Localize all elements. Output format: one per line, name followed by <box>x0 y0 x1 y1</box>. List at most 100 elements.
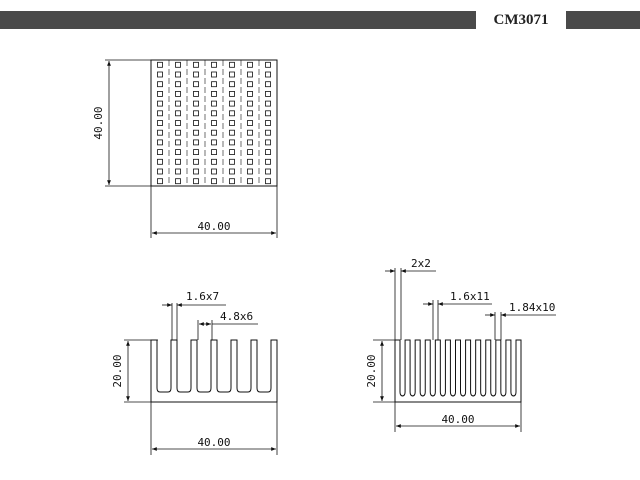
pin-square <box>229 158 235 165</box>
pin-square <box>211 120 217 126</box>
pin-square <box>175 110 181 117</box>
pin-square <box>211 71 217 78</box>
pin-square <box>175 120 181 126</box>
pin-square <box>265 158 271 165</box>
side-gap-callout: 1.84x10 <box>509 301 555 314</box>
pin-square <box>265 61 271 68</box>
pin-square <box>247 178 253 185</box>
pin-square <box>193 129 199 136</box>
pin-square <box>175 61 181 68</box>
header-bar-left <box>0 11 476 29</box>
pin-square <box>175 71 181 78</box>
front-height-label: 20.00 <box>111 354 124 387</box>
pin-square <box>211 178 217 185</box>
pin-square <box>157 110 163 117</box>
pin-square <box>265 71 271 78</box>
pin-square <box>247 91 253 97</box>
pin-square <box>211 129 217 136</box>
side-view: 20.00 40.00 2x2 1.6x11 1.84x10 <box>365 257 556 432</box>
top-height-label: 40.00 <box>92 106 105 139</box>
side-view-profile <box>394 339 522 403</box>
pin-square <box>247 120 253 126</box>
pin-square <box>265 129 271 136</box>
front-gap-callout: 4.8x6 <box>220 310 253 323</box>
pin-square <box>175 81 181 88</box>
pin-square <box>157 149 163 156</box>
pin-square <box>229 110 235 117</box>
pin-square <box>247 158 253 165</box>
pin-square <box>157 129 163 136</box>
top-view: 40.00 40.00 <box>92 59 278 238</box>
pin-square <box>265 178 271 185</box>
pin-square <box>211 81 217 88</box>
pin-square <box>175 158 181 165</box>
pin-square <box>247 61 253 68</box>
pin-square <box>157 81 163 88</box>
pin-square <box>193 61 199 68</box>
pin-square <box>211 158 217 165</box>
pin-square <box>247 129 253 136</box>
pin-square <box>157 158 163 165</box>
pin-square <box>247 71 253 78</box>
pin-square <box>157 139 163 146</box>
pin-square <box>211 100 217 107</box>
pin-square <box>211 110 217 117</box>
pin-square <box>229 61 235 68</box>
pin-square <box>229 71 235 78</box>
pin-square <box>175 91 181 97</box>
pin-square <box>265 91 271 97</box>
pin-square <box>175 100 181 107</box>
pin-square <box>193 120 199 126</box>
pin-square <box>193 100 199 107</box>
header-bar-right <box>566 11 640 29</box>
pin-square <box>247 139 253 146</box>
pin-square <box>157 168 163 175</box>
pin-square <box>247 149 253 156</box>
front-view: 20.00 40.00 1.6x7 4.8x6 <box>111 290 278 455</box>
top-view-pin-grid <box>157 60 271 186</box>
pin-square <box>193 71 199 78</box>
pin-square <box>211 139 217 146</box>
pin-square <box>175 129 181 136</box>
pin-square <box>157 61 163 68</box>
pin-square <box>229 120 235 126</box>
pin-square <box>265 100 271 107</box>
front-width-label: 40.00 <box>197 436 230 449</box>
pin-square <box>193 81 199 88</box>
pin-square <box>211 61 217 68</box>
pin-square <box>193 178 199 185</box>
pin-square <box>229 81 235 88</box>
pin-square <box>229 129 235 136</box>
pin-square <box>211 149 217 156</box>
side-height-label: 20.00 <box>365 354 378 387</box>
pin-square <box>211 91 217 97</box>
side-edge-callout: 2x2 <box>411 257 431 270</box>
pin-square <box>247 100 253 107</box>
side-width-label: 40.00 <box>441 413 474 426</box>
model-code: CM3071 <box>493 12 549 28</box>
front-pin-callout: 1.6x7 <box>186 290 219 303</box>
pin-square <box>265 81 271 88</box>
side-fin-callout: 1.6x11 <box>450 290 490 303</box>
pin-square <box>193 110 199 117</box>
pin-square <box>229 178 235 185</box>
pin-square <box>175 178 181 185</box>
pin-square <box>265 168 271 175</box>
pin-square <box>229 149 235 156</box>
pin-square <box>229 91 235 97</box>
pin-square <box>247 168 253 175</box>
pin-square <box>175 139 181 146</box>
pin-square <box>157 178 163 185</box>
pin-square <box>193 168 199 175</box>
pin-square <box>229 139 235 146</box>
pin-square <box>247 110 253 117</box>
pin-square <box>229 168 235 175</box>
front-view-profile <box>150 339 278 403</box>
pin-square <box>157 120 163 126</box>
pin-square <box>175 168 181 175</box>
pin-square <box>157 100 163 107</box>
pin-square <box>157 71 163 78</box>
pin-square <box>193 158 199 165</box>
pin-square <box>193 91 199 97</box>
